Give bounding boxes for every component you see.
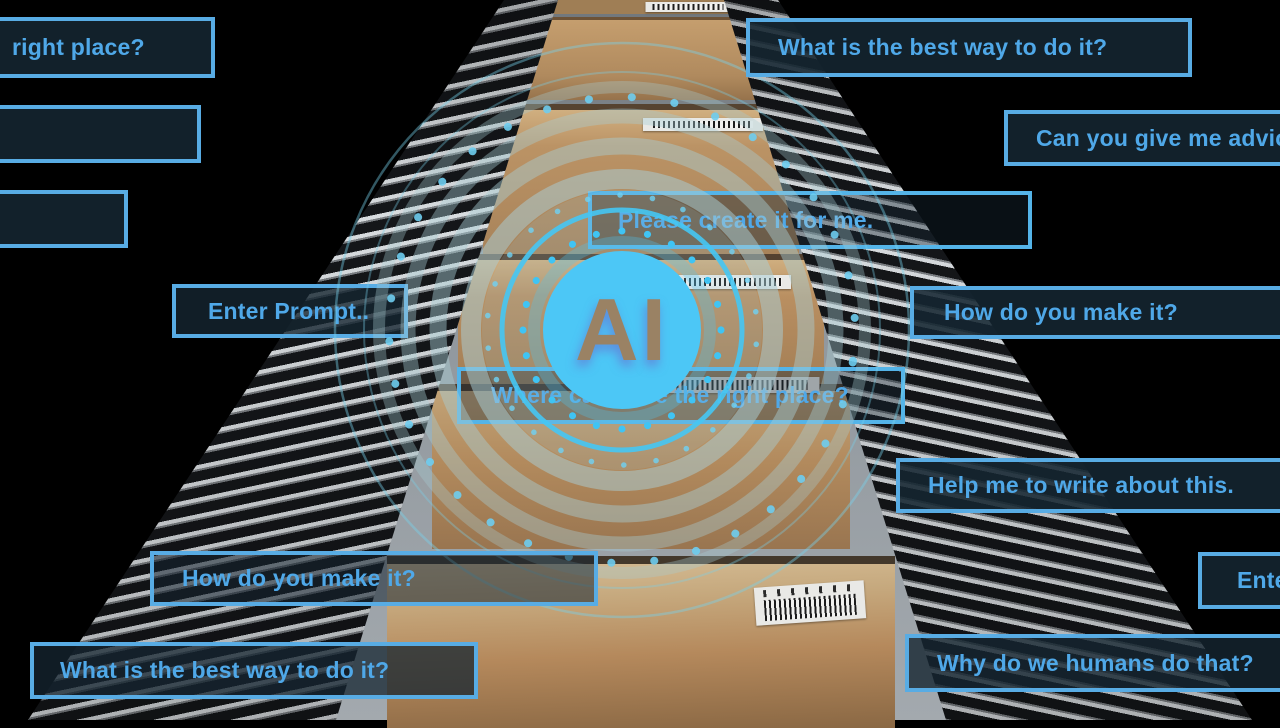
prompt-input-enter-truncated[interactable]: Enter [1198,552,1280,609]
prompt-text: What is the best way to do it? [778,34,1108,60]
shipping-label [645,2,731,12]
prompt-text: Please create it for me. [618,206,874,233]
prompt-box-best-way-bottom[interactable]: What is the best way to do it? [30,642,478,699]
ai-label: AI [575,280,669,379]
prompt-box-empty-lower[interactable] [0,190,128,248]
shipping-label [643,118,763,131]
shipping-label [753,580,867,626]
prompt-text: Enter [1237,567,1280,593]
prompt-box-right-place-truncated[interactable]: right place? [0,17,215,78]
prompt-text: Help me to write about this. [928,472,1234,498]
prompt-input-enter-prompt[interactable]: Enter Prompt.. [172,284,408,338]
prompt-box-empty-upper[interactable] [0,105,201,163]
prompt-text: How do you make it? [182,565,416,591]
prompt-text: How do you make it? [944,299,1178,325]
prompt-text: Enter Prompt.. [208,297,370,324]
prompt-text: Can you give me advice? [1036,124,1280,151]
prompt-box-why-humans[interactable]: Why do we humans do that? [905,634,1280,692]
prompt-box-how-make-left[interactable]: How do you make it? [150,551,598,606]
barcode [652,120,754,129]
prompt-box-give-advice[interactable]: Can you give me advice? [1004,110,1280,166]
prompt-text: Why do we humans do that? [937,649,1254,676]
prompt-text: right place? [12,34,145,60]
prompt-box-help-write[interactable]: Help me to write about this. [896,458,1280,513]
prompt-box-please-create[interactable]: Please create it for me. [588,191,1032,249]
barcode [763,593,858,621]
prompt-box-best-way-top[interactable]: What is the best way to do it? [746,18,1192,77]
prompt-box-how-make-right[interactable]: How do you make it? [910,286,1280,339]
prompt-text: What is the best way to do it? [60,657,390,683]
cardboard-box [515,17,767,100]
barcode [652,4,724,10]
